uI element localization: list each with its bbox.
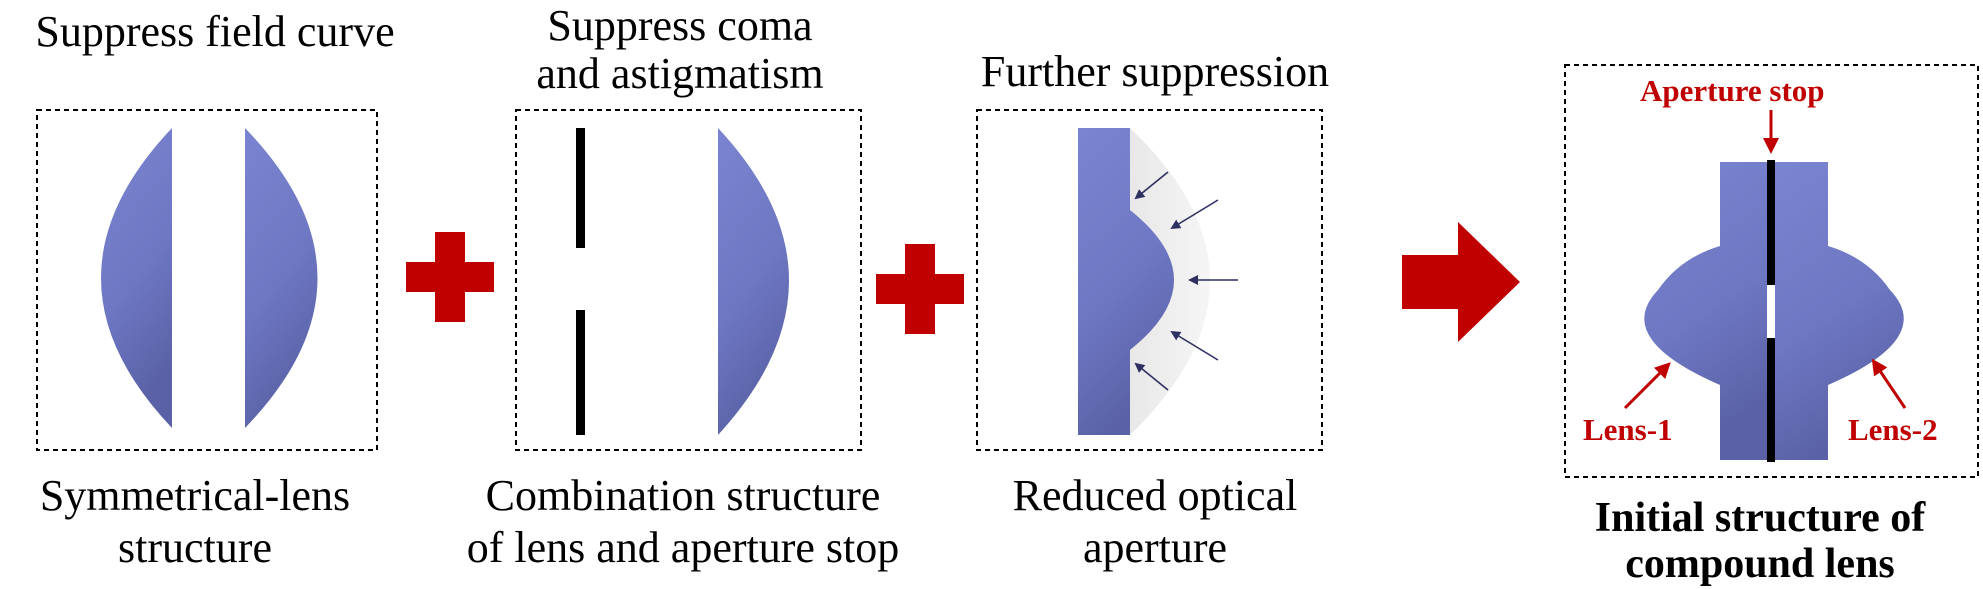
panel3-frame xyxy=(976,109,1323,451)
lens1-label: Lens-1 xyxy=(1583,412,1673,447)
plus-icon-1 xyxy=(406,232,494,322)
panel1-top-line1: Suppress field curve xyxy=(35,7,395,56)
panel2-bottom-label: Combination structure of lens and apertu… xyxy=(418,470,948,574)
panel2-bottom-line2: of lens and aperture stop xyxy=(466,523,900,572)
result-title-line1: Initial structure of xyxy=(1594,495,1926,541)
panel2-top-line1: Suppress coma xyxy=(547,1,813,50)
panel1-left-lens xyxy=(101,128,172,428)
panel1-bottom-line2: structure xyxy=(118,523,272,572)
panel1-bottom-line1: Symmetrical-lens xyxy=(39,471,351,520)
lens2-shape xyxy=(1772,162,1904,460)
aperture-stop-label: Aperture stop xyxy=(1640,73,1825,108)
lens2-label: Lens-2 xyxy=(1848,412,1938,447)
result-title-line2: compound lens xyxy=(1625,541,1895,587)
panel2-top-label: Suppress coma and astigmatism xyxy=(480,2,880,98)
result-aperture-stop-top xyxy=(1767,160,1775,285)
result-arrow-icon xyxy=(1402,222,1520,342)
panel2-top-line2: and astigmatism xyxy=(536,49,824,98)
panel3-bottom-line1: Reduced optical xyxy=(1012,471,1298,520)
panel1-bottom-label: Symmetrical-lens structure xyxy=(0,470,390,574)
panel1-top-label: Suppress field curve xyxy=(0,10,430,54)
result-aperture-stop-bottom xyxy=(1767,338,1775,462)
result-frame xyxy=(1564,64,1979,478)
plus-icon-2 xyxy=(876,244,964,334)
panel2-bottom-line1: Combination structure xyxy=(485,471,881,520)
panel2-lens xyxy=(718,128,789,435)
panel3-top-label: Further suppression xyxy=(940,50,1370,94)
panel1-right-lens xyxy=(245,128,318,428)
panel2-aperture-stop-top xyxy=(576,128,585,248)
result-pointer-arrows xyxy=(1623,110,1907,410)
panel3-bottom-label: Reduced optical aperture xyxy=(970,470,1340,574)
result-title: Initial structure of compound lens xyxy=(1540,495,1980,587)
panel3-bottom-line2: aperture xyxy=(1082,523,1228,572)
panel3-lens xyxy=(1078,128,1174,435)
panel2-aperture-stop-bottom xyxy=(576,310,585,435)
panel1-frame xyxy=(36,109,378,451)
compound-lens xyxy=(1644,162,1904,460)
panel3-suppression-arrows xyxy=(1134,171,1238,391)
lens1-shape xyxy=(1644,162,1772,460)
panel3-top-line1: Further suppression xyxy=(980,47,1330,96)
panel2-frame xyxy=(515,109,862,451)
result-aperture-gap xyxy=(1767,285,1775,338)
